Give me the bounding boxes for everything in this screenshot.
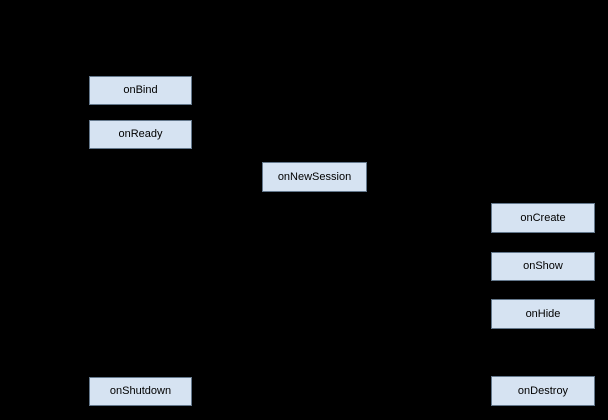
- node-onhide: onHide: [491, 299, 595, 329]
- node-onready-label: onReady: [118, 128, 163, 140]
- node-onbind: onBind: [89, 76, 192, 105]
- node-onnewsession-label: onNewSession: [277, 170, 352, 183]
- node-onshutdown-label: onShutdown: [109, 385, 172, 397]
- node-ondestroy: onDestroy: [491, 376, 595, 406]
- node-oncreate: onCreate: [491, 203, 595, 233]
- node-onready: onReady: [89, 120, 192, 149]
- node-onshow: onShow: [491, 252, 595, 281]
- node-onhide-label: onHide: [525, 307, 561, 320]
- node-onnewsession: onNewSession: [262, 162, 367, 192]
- node-onbind-label: onBind: [123, 84, 158, 96]
- node-ondestroy-label: onDestroy: [517, 384, 569, 397]
- node-oncreate-label: onCreate: [520, 211, 566, 224]
- node-onshutdown: onShutdown: [89, 377, 192, 406]
- node-onshow-label: onShow: [523, 260, 563, 272]
